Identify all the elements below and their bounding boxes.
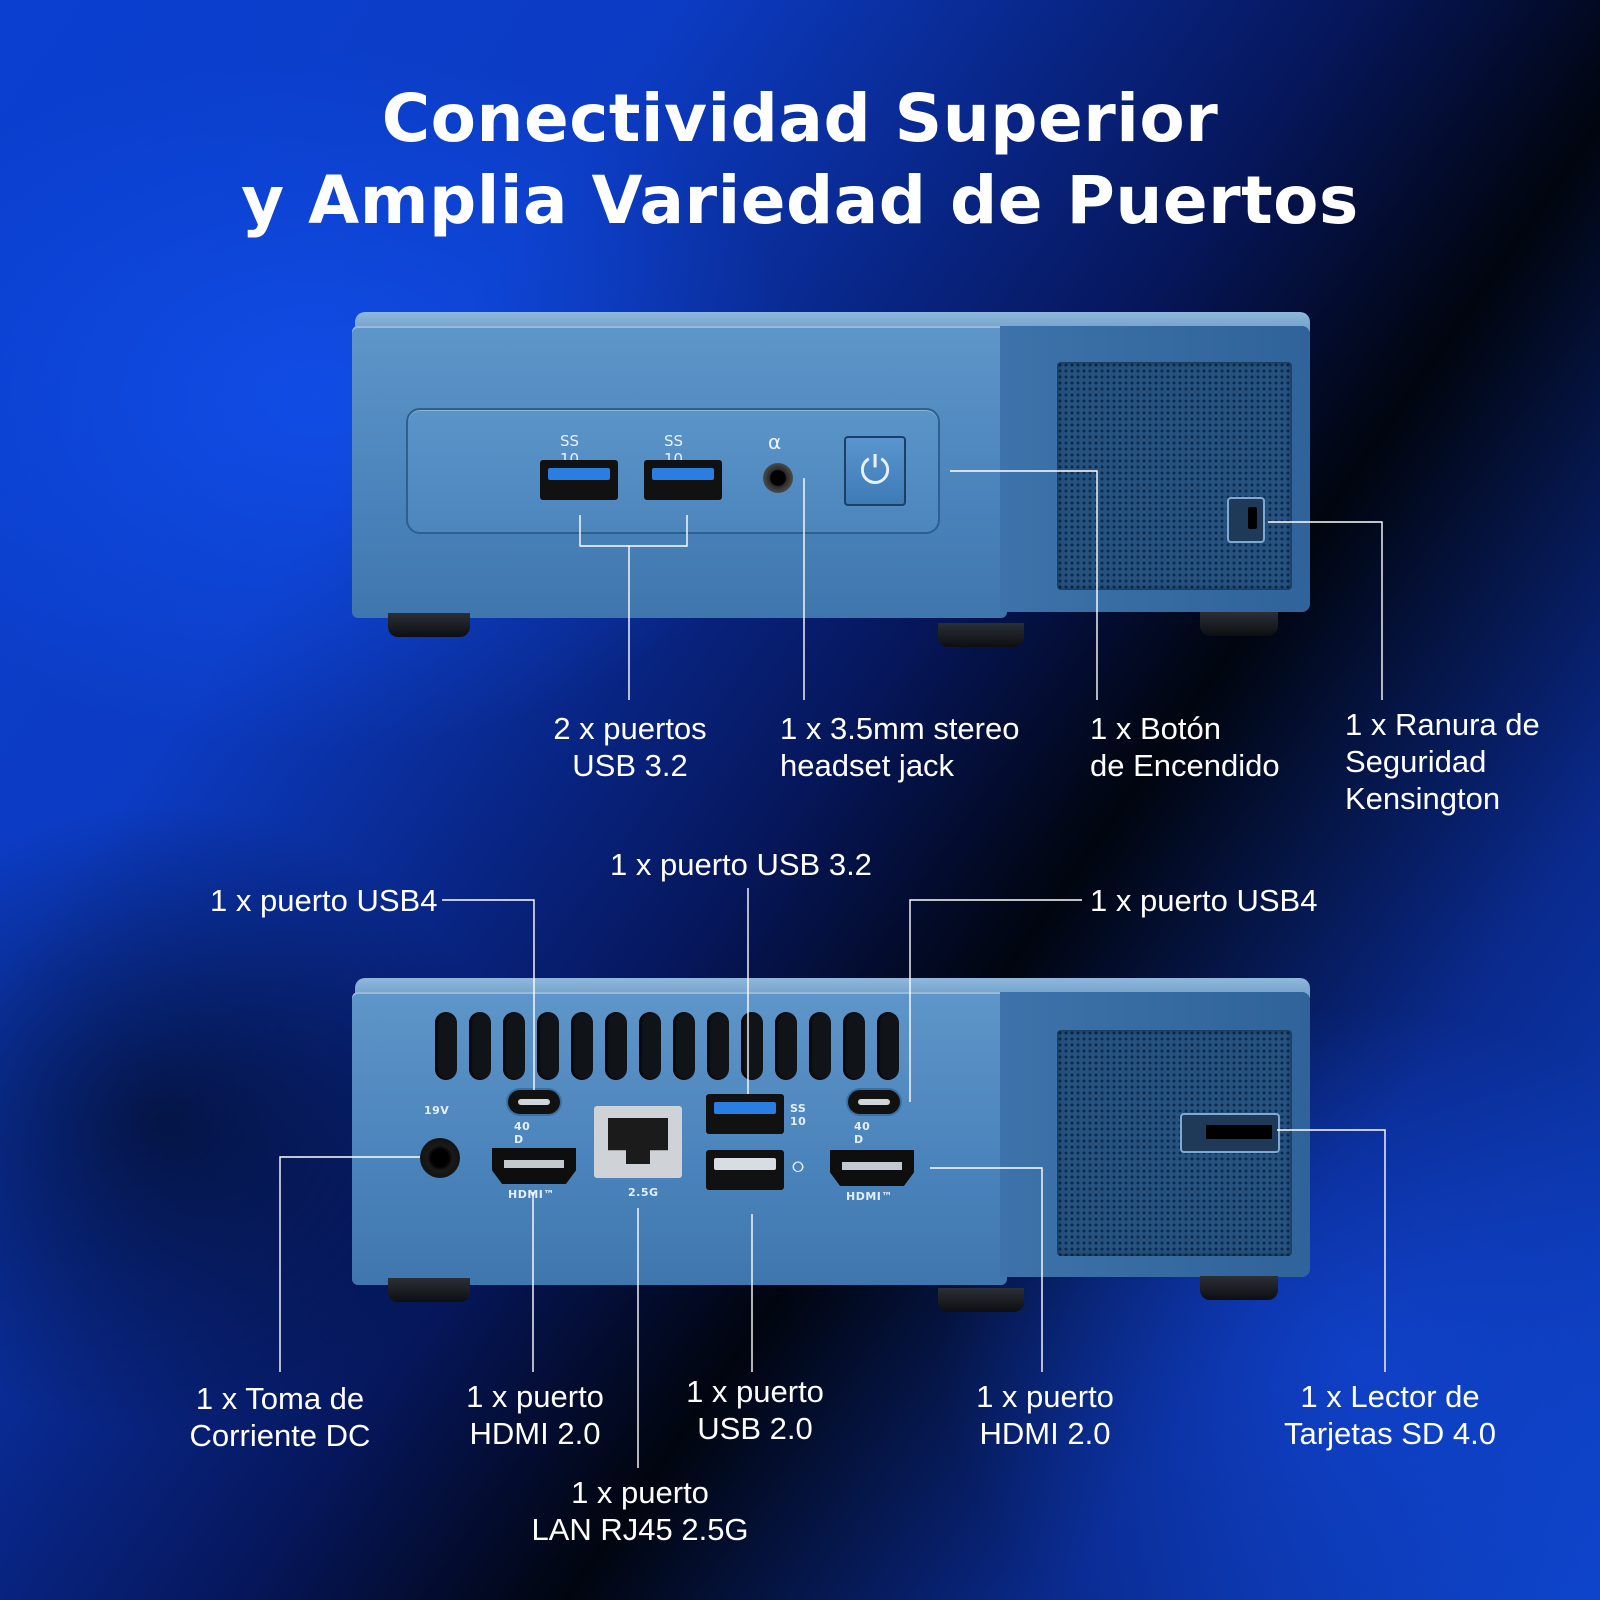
callout-usb4-left — [442, 899, 535, 1090]
vent-slot — [775, 1012, 797, 1080]
title-line-1: Conectividad Superior — [381, 80, 1219, 157]
vent-slot — [571, 1012, 593, 1080]
vent-slot — [469, 1012, 491, 1080]
usb-a-port — [644, 460, 722, 500]
vent-slot — [537, 1012, 559, 1080]
vent-slot — [435, 1012, 457, 1080]
callout-power — [950, 470, 1098, 700]
label-usb4-left: 1 x puerto USB4 — [210, 883, 438, 918]
vent-slot — [673, 1012, 695, 1080]
foot — [938, 623, 1024, 647]
callout-hdmi-right — [930, 1167, 1043, 1372]
dc-power-jack — [420, 1138, 460, 1178]
thunderbolt-40-mark: 40 D — [514, 1120, 531, 1146]
vent-slot — [741, 1012, 763, 1080]
vent-slot — [605, 1012, 627, 1080]
vent-slot — [809, 1012, 831, 1080]
callout-kensington — [1268, 521, 1383, 700]
usb-icon: ⭘ — [792, 1158, 805, 1176]
hdmi-port-left — [492, 1148, 576, 1184]
usb4-port-left — [508, 1090, 560, 1114]
foot — [1200, 1276, 1278, 1300]
hdmi-logo: HDMI™ — [846, 1190, 893, 1203]
hdmi-port-right — [830, 1150, 914, 1186]
usb-superspeed-icon: SS 10 — [790, 1102, 807, 1128]
title-line-2: y Amplia Variedad de Puertos — [241, 162, 1359, 239]
foot — [1200, 612, 1278, 636]
usb-3-2-port — [706, 1094, 784, 1134]
label-usb32: 1 x puerto USB 3.2 — [610, 847, 872, 882]
callout-sd — [1277, 1129, 1386, 1372]
hdmi-logo: HDMI™ — [508, 1188, 555, 1201]
vent-slot — [639, 1012, 661, 1080]
usb-2-0-port — [706, 1150, 784, 1190]
vent-slot — [503, 1012, 525, 1080]
usb-a-port — [540, 460, 618, 500]
foot — [938, 1288, 1024, 1312]
dc-voltage-mark: 19V — [424, 1104, 450, 1117]
callout-usb4-right — [909, 899, 1082, 1102]
vent-slot — [877, 1012, 899, 1080]
foot — [388, 1278, 470, 1302]
headset-icon: ⍺ — [768, 430, 782, 454]
lan-speed-mark: 2.5G — [628, 1186, 659, 1199]
vent-slot — [843, 1012, 865, 1080]
page-title: Conectividad Superior y Amplia Variedad … — [0, 78, 1600, 242]
thunderbolt-40-mark: 40 D — [854, 1120, 871, 1146]
callout-usb-front — [579, 515, 688, 700]
power-icon: ⏻ — [859, 449, 891, 492]
sd-card-slot — [1180, 1113, 1280, 1153]
usb4-port-right — [848, 1090, 900, 1114]
foot — [388, 613, 470, 637]
rj45-lan-port — [594, 1106, 682, 1178]
label-usb4-right: 1 x puerto USB4 — [1090, 883, 1318, 918]
vent-slot — [707, 1012, 729, 1080]
audio-jack — [763, 463, 793, 493]
callout-dc — [279, 1156, 420, 1372]
front-device-mesh-vent — [1057, 362, 1292, 590]
kensington-slot — [1227, 497, 1265, 543]
power-button[interactable]: ⏻ — [844, 436, 906, 506]
